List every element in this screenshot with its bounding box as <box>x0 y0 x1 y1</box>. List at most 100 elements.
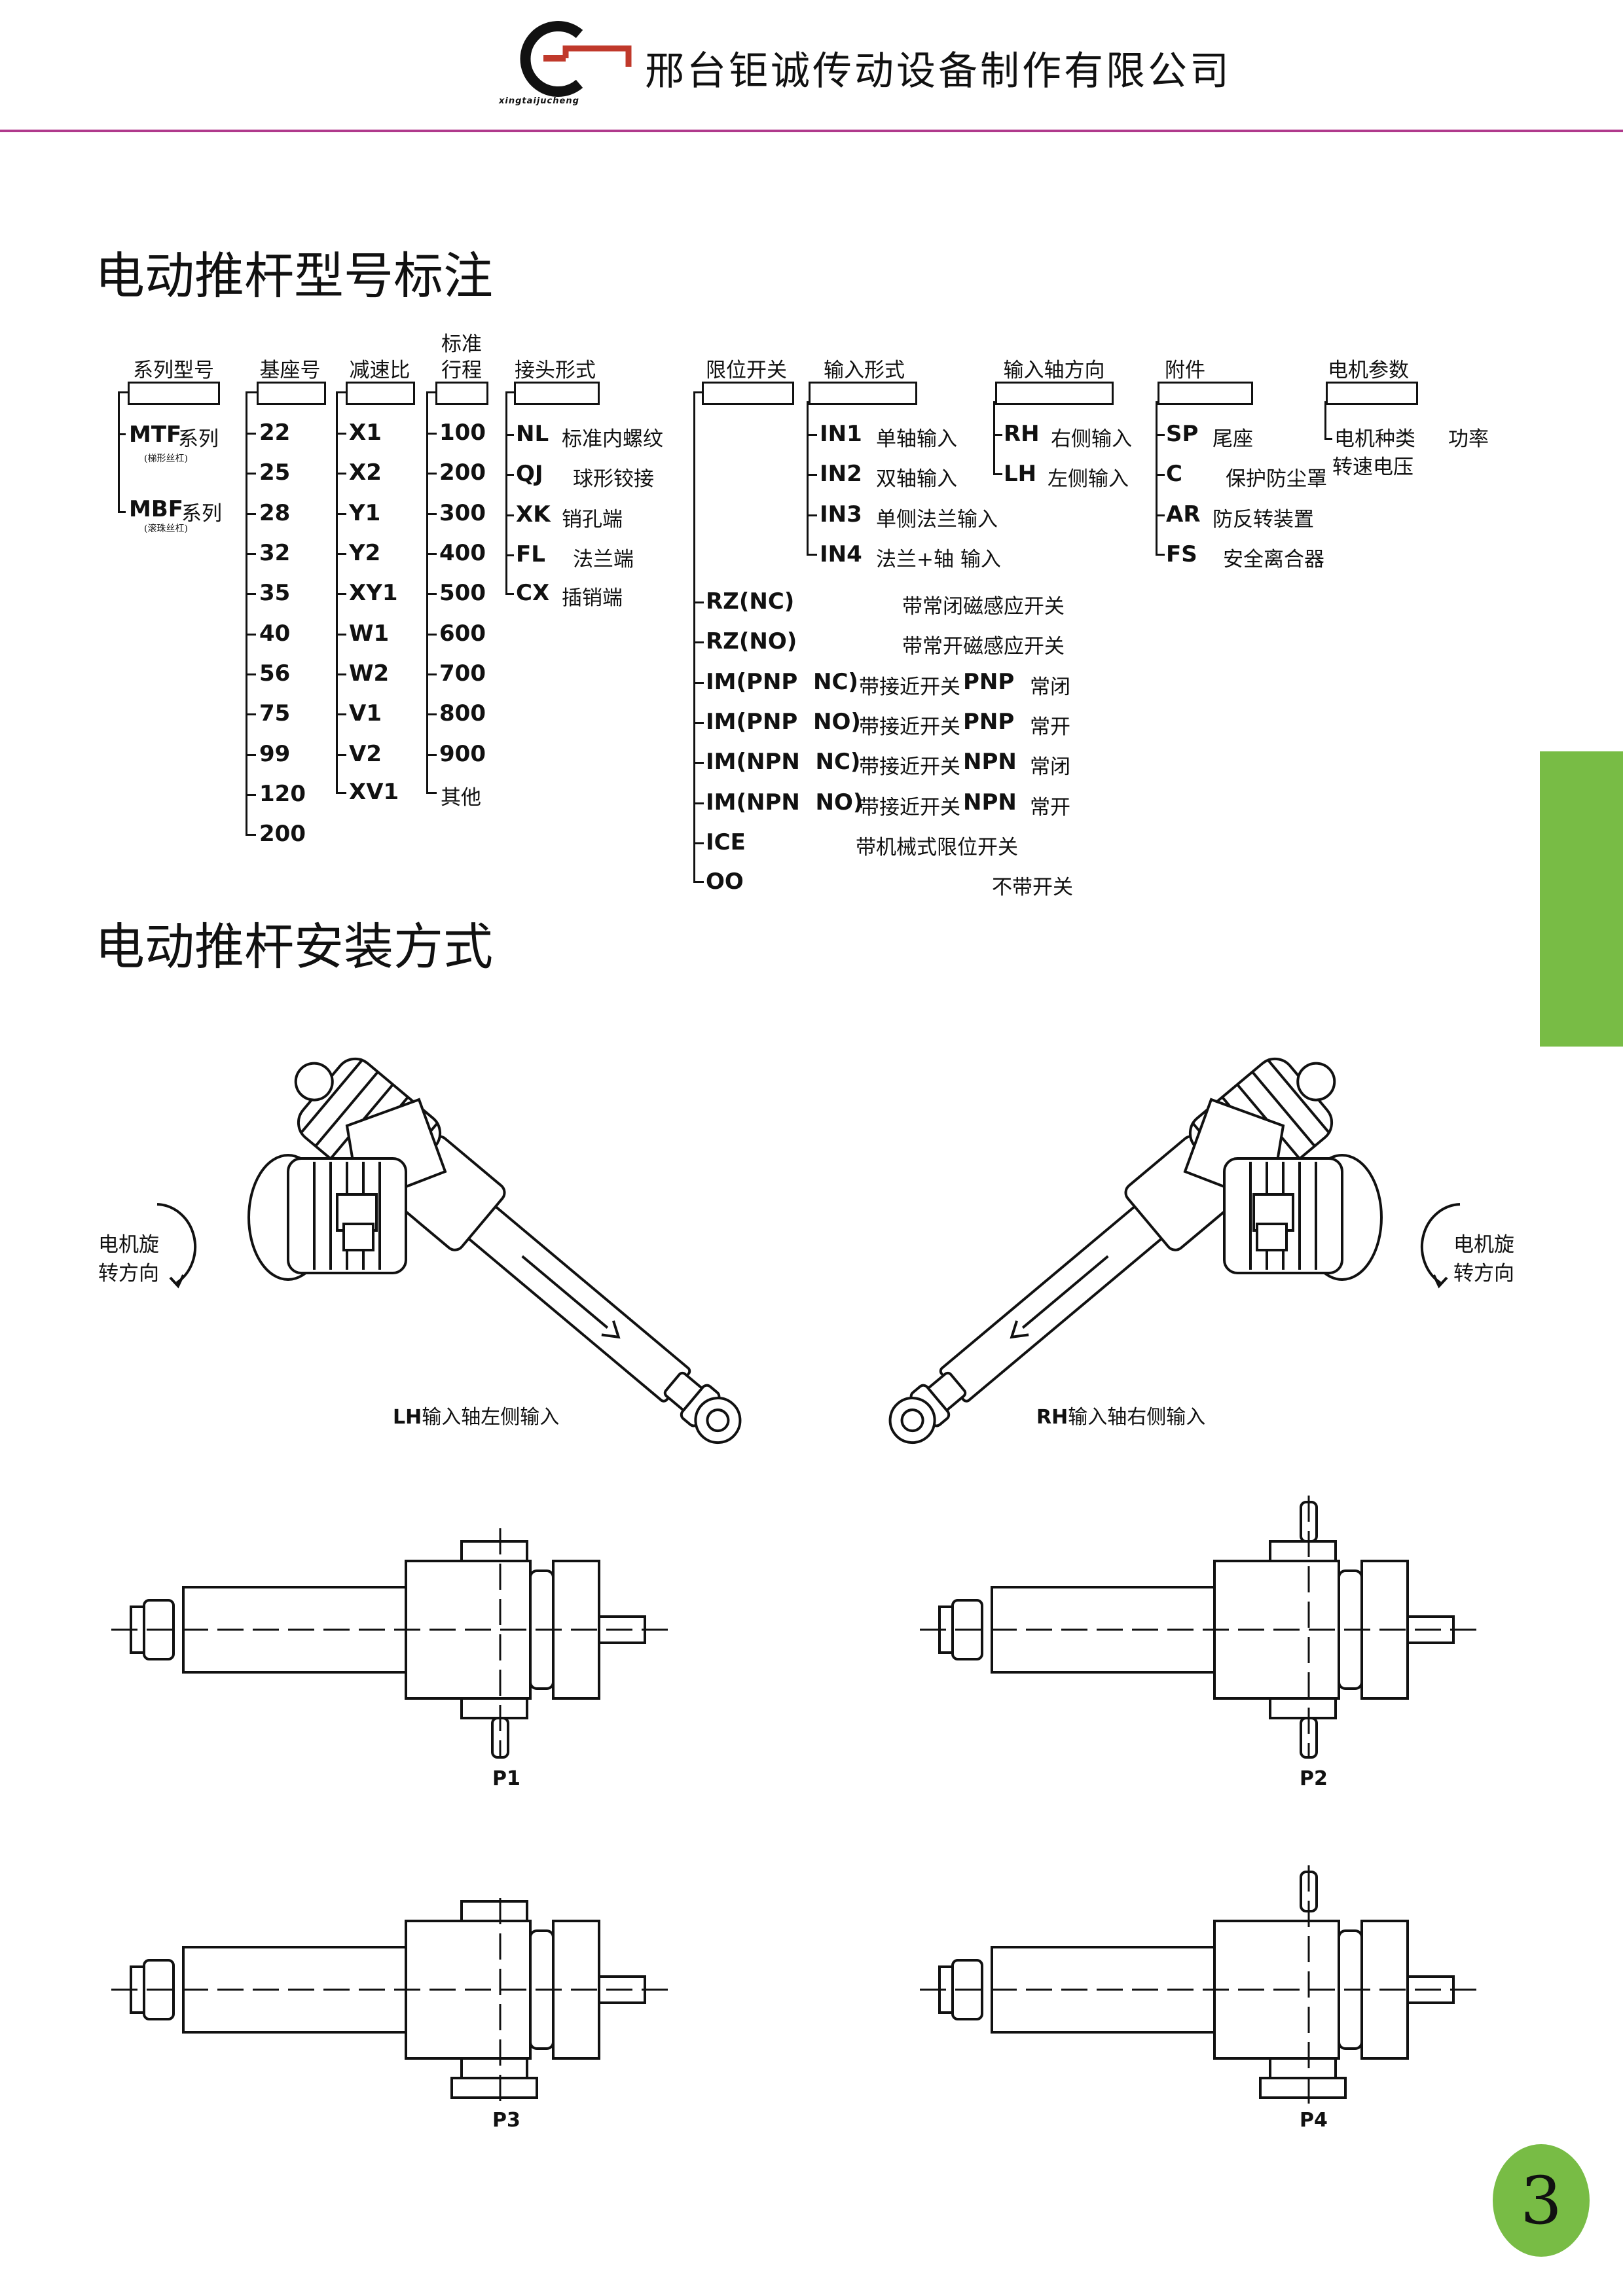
ratio-item: Y1 <box>349 500 381 526</box>
limit-code: IM(PNP NO) <box>706 709 861 735</box>
limit-code: IM(NPN NC) <box>706 749 861 775</box>
label-p2: P2 <box>1300 1767 1328 1790</box>
tree-stroke <box>426 391 428 793</box>
ratio-item: W1 <box>349 620 390 647</box>
limit-desc: 带接近开关 <box>859 755 960 779</box>
base-item: 120 <box>259 781 306 807</box>
joint-code: FL <box>516 541 545 567</box>
base-item: 75 <box>259 700 291 726</box>
limit-state: 常开 <box>1030 715 1070 739</box>
base-item: 200 <box>259 821 306 847</box>
box-accessory <box>1158 382 1253 405</box>
rotation-label-right: 电机旋转方向 <box>1453 1233 1514 1285</box>
label-p4: P4 <box>1300 2109 1328 2132</box>
caption-rh: RH输入轴右侧输入 <box>1036 1406 1206 1429</box>
stroke-item: 900 <box>439 741 486 767</box>
input-desc: 双轴输入 <box>876 467 957 491</box>
header-direction: 输入轴方向 <box>1003 359 1105 382</box>
accessory-code: AR <box>1166 501 1201 528</box>
actuator-lh-illustration <box>247 1057 742 1444</box>
view-p2-drawing <box>920 1496 1476 1759</box>
limit-state: 常开 <box>1030 796 1070 819</box>
box-direction <box>995 382 1114 405</box>
header-stroke-2: 行程 <box>441 359 482 382</box>
accessory-code: SP <box>1166 421 1199 447</box>
ratio-item: XY1 <box>349 580 398 606</box>
joint-desc: 球形铰接 <box>573 467 654 491</box>
tree-joint <box>505 391 507 594</box>
header-joint: 接头形式 <box>515 359 596 382</box>
base-item: 40 <box>259 620 291 647</box>
header-input: 输入形式 <box>824 359 905 382</box>
limit-type: PNP <box>963 709 1015 735</box>
limit-code: IM(PNP NC) <box>706 669 858 695</box>
company-name: 邢台钜诚传动设备制作有限公司 <box>645 48 1231 94</box>
series-code-mtf: MTF <box>129 422 182 448</box>
stroke-item: 400 <box>439 540 486 566</box>
rotation-arrow-left-icon <box>156 1203 197 1289</box>
joint-desc: 插销端 <box>562 586 623 610</box>
tree-accessory <box>1156 401 1158 555</box>
limit-code: RZ(NC) <box>706 588 795 615</box>
tree-series <box>118 391 120 512</box>
base-item: 28 <box>259 500 291 526</box>
view-p1-drawing <box>111 1528 668 1759</box>
input-desc: 单轴输入 <box>876 427 957 451</box>
box-series <box>128 382 220 405</box>
tree-direction <box>993 401 995 475</box>
header-rule <box>0 130 1623 132</box>
joint-code: CX <box>516 580 550 606</box>
tree-motor <box>1324 401 1326 439</box>
joint-desc: 标准内螺纹 <box>562 427 663 451</box>
box-ratio <box>346 382 415 405</box>
header-accessory: 附件 <box>1165 359 1205 382</box>
accessory-code: FS <box>1166 541 1197 567</box>
input-code: IN3 <box>820 501 862 528</box>
tree-ratio <box>336 391 338 793</box>
base-item: 99 <box>259 741 291 767</box>
limit-code: OO <box>706 869 744 895</box>
actuator-rh-illustration <box>888 1057 1383 1444</box>
direction-code: LH <box>1004 461 1037 487</box>
header-ratio: 减速比 <box>349 359 410 382</box>
box-base <box>257 382 326 405</box>
company-logo <box>520 21 632 97</box>
input-desc: 单侧法兰输入 <box>876 508 998 531</box>
accessory-desc: 安全离合器 <box>1223 548 1324 571</box>
limit-code: IM(NPN NO) <box>706 789 864 816</box>
header-base: 基座号 <box>259 359 321 382</box>
view-p3-drawing <box>111 1898 668 2104</box>
ratio-item: X2 <box>349 459 382 486</box>
series-label-mbf: 系列 <box>181 502 222 526</box>
series-sub-mtf: (梯形丝杠) <box>144 454 188 464</box>
limit-desc: 带接近开关 <box>859 796 960 819</box>
limit-desc: 带常开磁感应开关 <box>902 635 1065 658</box>
motor-type: 电机种类 <box>1334 427 1415 451</box>
label-p1: P1 <box>492 1767 520 1790</box>
limit-state: 常闭 <box>1030 675 1070 699</box>
joint-desc: 销孔端 <box>562 508 623 531</box>
header-motor: 电机参数 <box>1328 359 1409 382</box>
accessory-desc: 尾座 <box>1213 427 1253 451</box>
view-p4-drawing <box>920 1865 1476 2104</box>
accessory-code: C <box>1166 461 1182 487</box>
limit-code: ICE <box>706 829 746 855</box>
box-motor <box>1326 382 1418 405</box>
stroke-other: 其他 <box>441 786 481 810</box>
side-tab <box>1540 751 1623 1047</box>
input-desc: 法兰+轴 输入 <box>876 548 1001 571</box>
stroke-item: 300 <box>439 500 486 526</box>
direction-code: RH <box>1004 421 1040 447</box>
ratio-item: XV1 <box>349 779 399 805</box>
ratio-item: Y2 <box>349 540 381 566</box>
header-series: 系列型号 <box>133 359 214 382</box>
base-item: 25 <box>259 459 291 486</box>
stroke-item: 600 <box>439 620 486 647</box>
joint-code: NL <box>516 421 549 447</box>
limit-desc: 带常闭磁感应开关 <box>902 595 1065 619</box>
series-code-mbf: MBF <box>129 496 183 522</box>
tree-base <box>246 391 247 835</box>
base-item: 56 <box>259 660 291 687</box>
stroke-item: 100 <box>439 420 486 446</box>
limit-desc: 不带开关 <box>992 876 1073 899</box>
